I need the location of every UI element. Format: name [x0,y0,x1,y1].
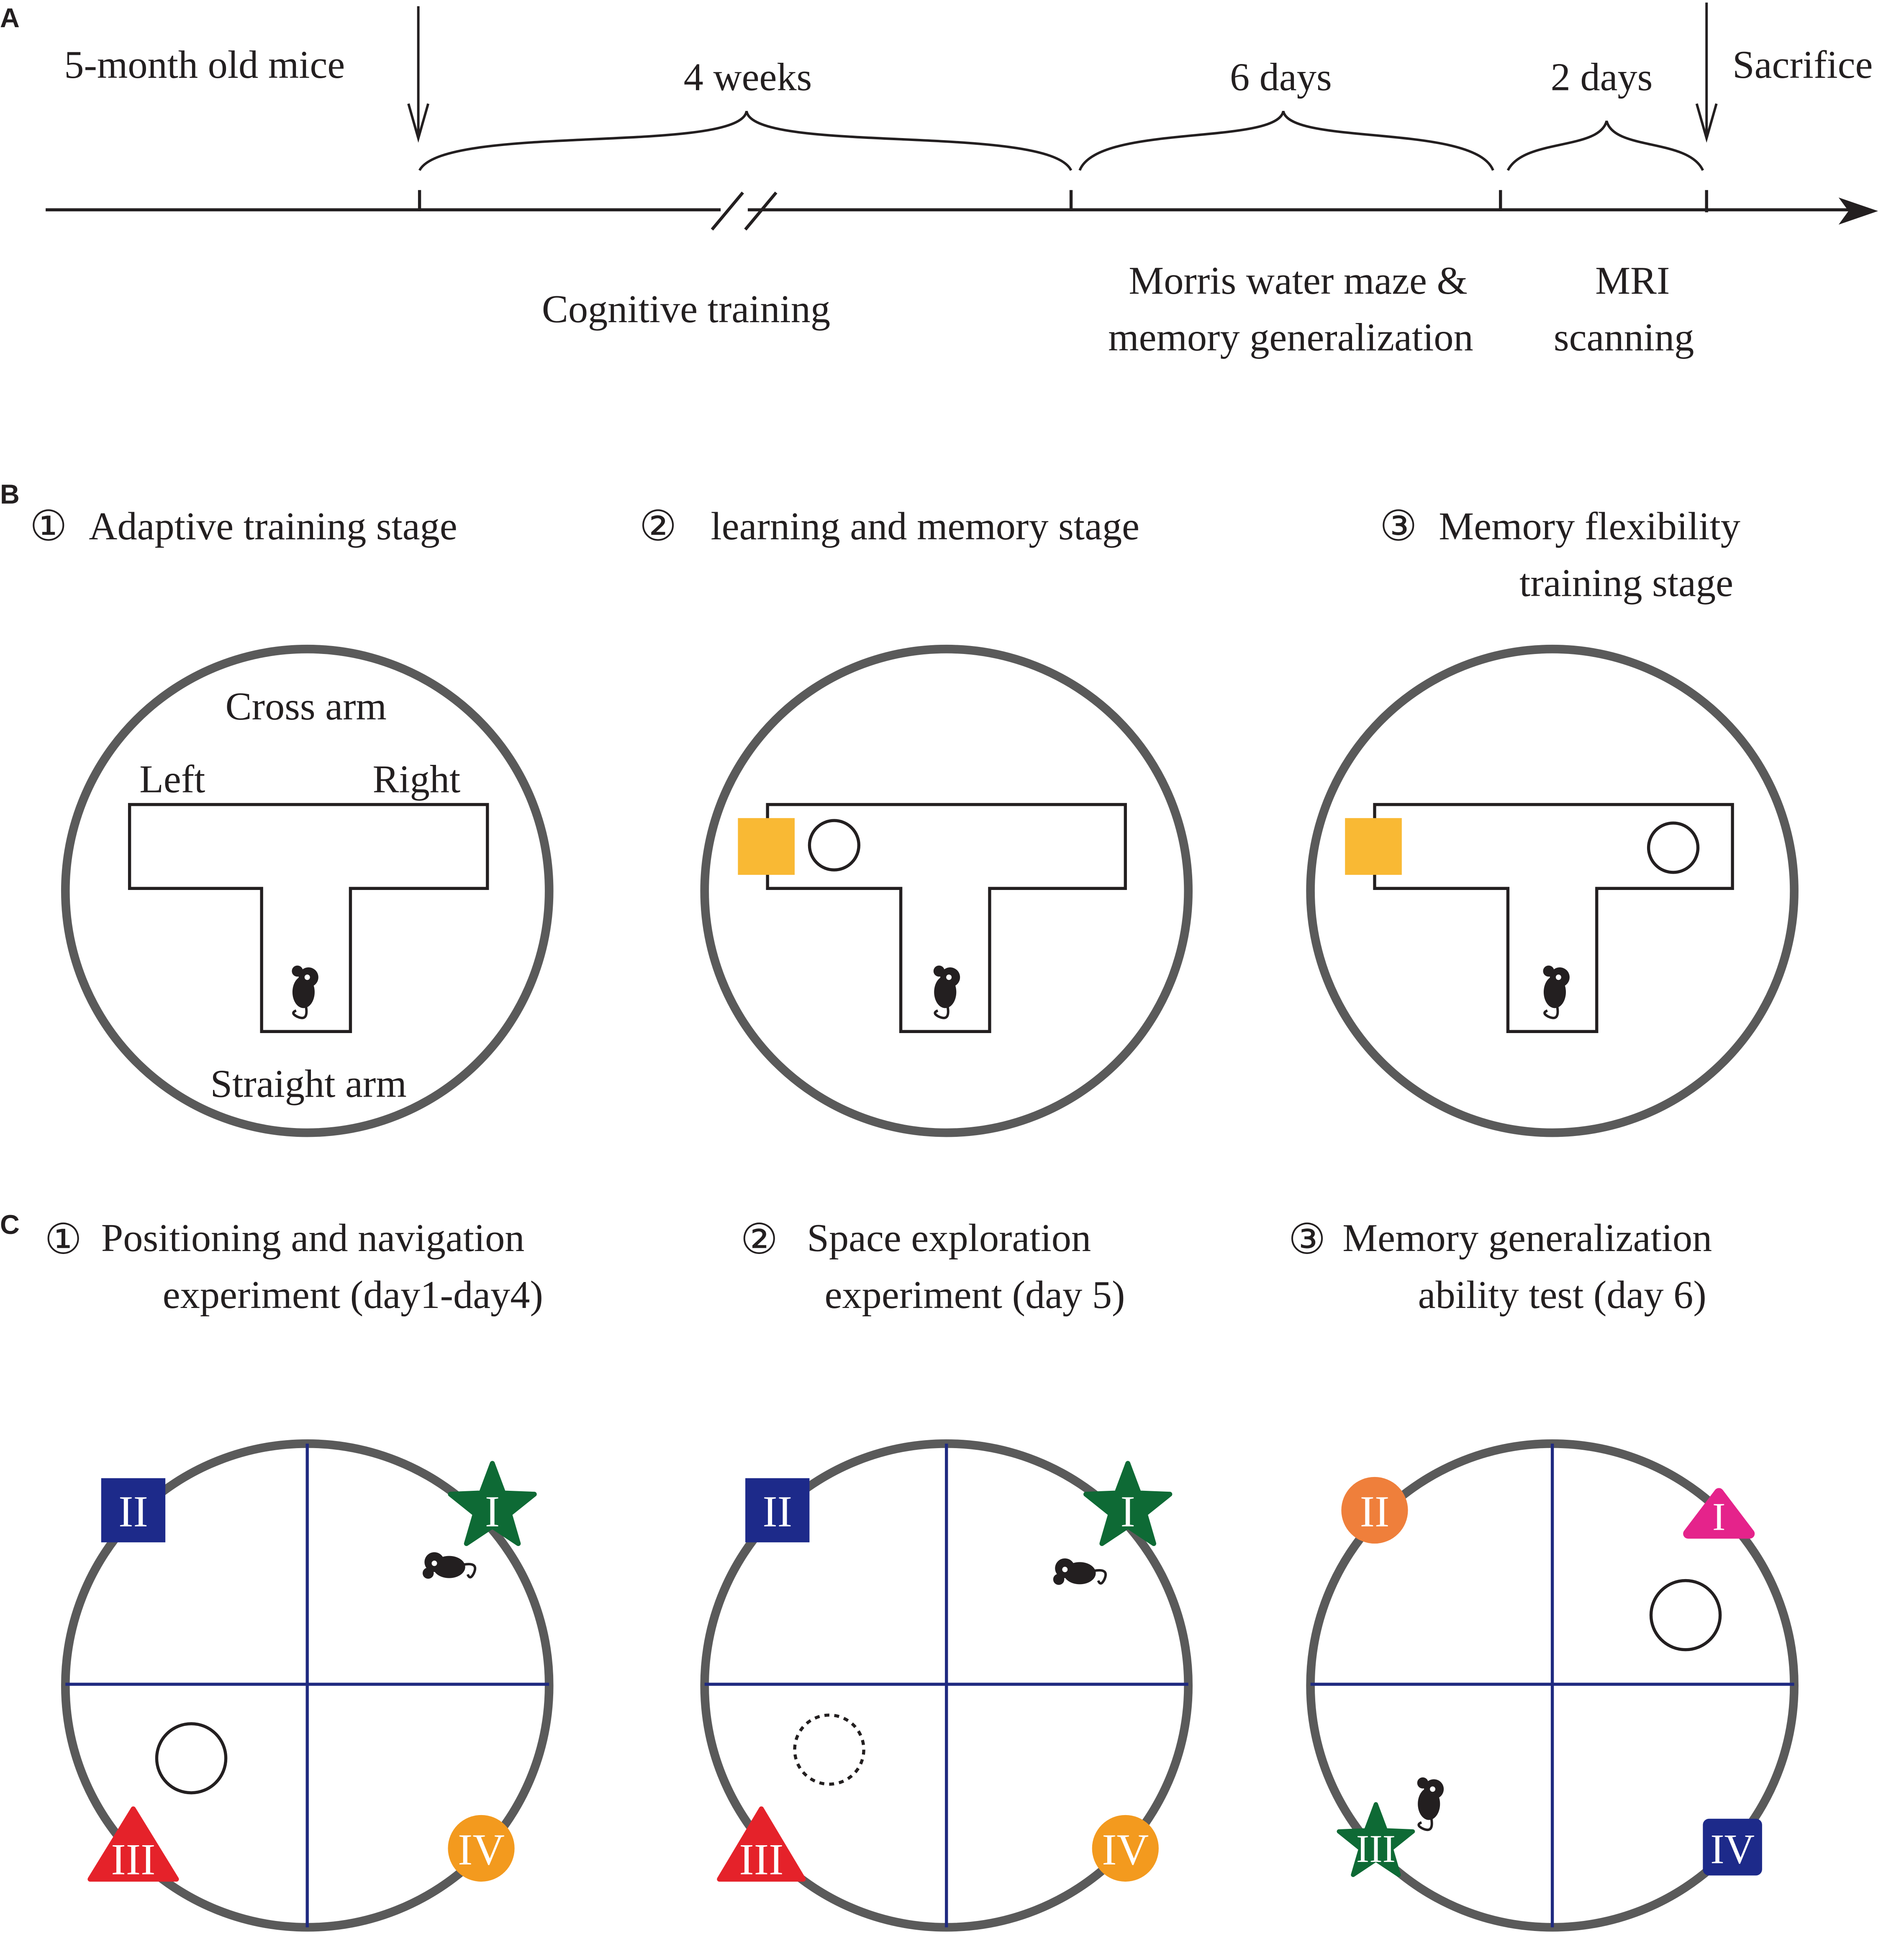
phase-maze-line1: Morris water maze & [1129,259,1468,303]
square-marker [745,1478,810,1543]
stage-title-3-line1: Memory flexibility [1439,505,1740,548]
mouse-icon [934,966,960,1018]
brace-4-weeks [418,110,1073,171]
circle-marker [808,819,861,872]
quadrant-marker-IV: IV [1710,1826,1755,1872]
experiment-number-2: ② [740,1216,778,1263]
platform-circle [1649,1579,1722,1651]
circle-marker [1092,1815,1159,1882]
triangle-marker [1683,1488,1755,1539]
quadrant-marker-III: III [111,1834,155,1884]
phase-mri-line1: MRI [1595,259,1670,303]
quadrant-marker-I: I [1121,1487,1135,1536]
stage-number-2: ② [639,503,677,550]
t-maze [1373,803,1734,1033]
mouse-icon [1417,1777,1444,1830]
square-marker [1345,818,1402,875]
quadrant-marker-I: I [485,1487,500,1536]
label-cross-arm: Cross arm [226,685,387,728]
duration-2-days: 2 days [1551,55,1653,99]
experiment-title-1-line2: experiment (day1-day4) [163,1273,543,1317]
experiment-title-2-line1: Space exploration [807,1216,1091,1260]
label-straight-arm: Straight arm [210,1062,407,1106]
experiment-number-1: ① [44,1216,82,1263]
brace-6-days [1078,110,1494,171]
brace-2-days [1506,121,1704,171]
down-arrow-icon [407,6,430,143]
experiment-title-1-line1: Positioning and navigation [101,1216,525,1260]
experiment-title-3-line1: Memory generalization [1342,1216,1712,1260]
end-label: Sacrifice [1732,43,1873,87]
quadrant-marker-II: II [762,1487,792,1536]
removed-platform-circle [793,1713,865,1786]
triangle-marker [717,1806,806,1882]
mouse-icon [1543,966,1569,1018]
stage-title-1: Adaptive training stage [89,505,457,548]
quadrant-marker-I: I [1712,1495,1725,1539]
circle-marker [1647,821,1700,874]
quadrant-marker-III: III [739,1834,783,1884]
panel-b: B ① Adaptive training stage ② learning a… [0,479,1799,1137]
arena-ring [1306,644,1799,1137]
quadrant-marker-IV: IV [1102,1825,1149,1874]
platform-circle [155,1722,228,1795]
panel-c: C ① Positioning and navigation experimen… [0,1209,1799,1932]
panel-label-c: C [0,1209,20,1240]
experiment-title-3-line2: ability test (day 6) [1418,1273,1706,1317]
square-marker [738,818,795,875]
mouse-icon [1053,1559,1106,1585]
experiment-title-2-line2: experiment (day 5) [825,1273,1125,1317]
duration-4-weeks: 4 weeks [684,55,812,99]
start-label: 5-month old mice [64,43,345,87]
label-right: Right [373,757,461,801]
stage-number-1: ① [30,503,67,550]
down-arrow-icon [1695,3,1718,143]
triangle-marker [87,1806,179,1882]
timeline-axis [46,190,1878,231]
arena-ring [61,644,554,1137]
square-marker [101,1478,166,1543]
mouse-icon [292,966,318,1018]
experiment-number-3: ③ [1288,1216,1326,1263]
panel-label-b: B [0,479,20,509]
water-maze-1: I II III IV [61,1439,554,1932]
stage-title-2: learning and memory stage [711,505,1139,548]
stage-title-3-line2: training stage [1519,561,1733,605]
arena-ring [700,644,1193,1137]
t-maze [766,803,1127,1033]
square-marker [1703,1818,1762,1876]
circle-marker [448,1815,515,1882]
quadrant-marker-III: III [1356,1827,1396,1871]
water-maze-3: II I III IV [1306,1439,1799,1932]
phase-mri-line2: scanning [1554,316,1694,359]
label-left: Left [139,757,205,801]
panel-a: A 5-month old mice Sacrifice 4 weeks 6 d… [0,3,1878,359]
phase-cognitive-training: Cognitive training [542,287,830,331]
quadrant-marker-IV: IV [458,1825,505,1874]
t-maze [128,803,489,1033]
quadrant-marker-II: II [118,1487,148,1536]
phase-maze-line2: memory generalization [1108,316,1473,359]
circle-marker [1341,1477,1408,1544]
mouse-icon [423,1552,475,1579]
water-maze-2: I II III IV [700,1439,1193,1932]
duration-6-days: 6 days [1230,55,1332,99]
stage-number-3: ③ [1380,503,1417,550]
quadrant-marker-II: II [1360,1487,1390,1536]
panel-label-a: A [0,3,20,33]
